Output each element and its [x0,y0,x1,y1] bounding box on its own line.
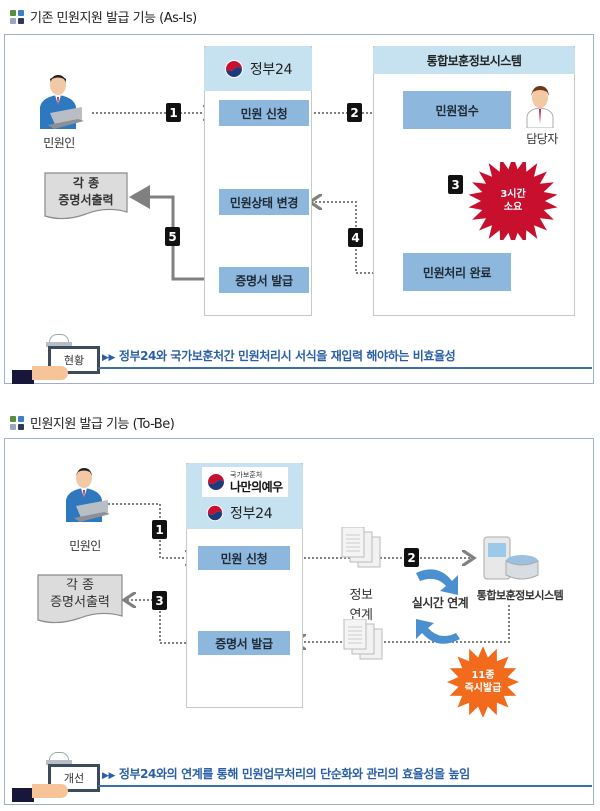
gov24-column-header: 정부24 [204,46,312,91]
doc-line-1: 각 종 [72,176,100,190]
veterans-logo: 국가보훈처 나만의예우 [202,467,288,497]
note-underline [98,785,592,787]
burst-shape-icon [447,647,519,717]
to-be-note-text: 정부24와의 연계를 통해 민원업무처리의 단순화와 관리의 효율성을 높임 [118,767,470,781]
staff-person-icon [525,86,555,129]
to-be-section-title: 민원지원 발급 기능 (To-Be) [10,413,175,432]
double-triangle-icon: ▶▶ [102,353,116,363]
documents-stack-icon [340,526,390,577]
doc-line-2: 증명서출력 [58,193,114,207]
realtime-link-label: 실시간 연계 [411,596,469,610]
gov-emblem-icon [208,474,224,490]
as-is-section-title: 기존 민원지원 발급 기능 (As-Is) [10,7,197,26]
certificate-output-doc: 각 종 증명서출력 [44,172,128,222]
burst-line-1: 3시간 [500,189,526,200]
doc-line-1: 각 종 [65,578,95,593]
note-underline [98,367,592,369]
flow-arrow-return [296,605,510,642]
documents-stack-icon [342,618,392,669]
step-issue-certificate: 증명서 발급 [198,631,290,655]
burst-line-2: 소요 [503,202,523,213]
veterans-system-label: 통합보훈정보시스템 [476,589,564,602]
step-process-complete: 민원처리 완료 [403,253,511,291]
step-badge-3: 3 [448,175,463,194]
veterans-system-header-text: 통합보훈정보시스템 [426,53,522,68]
citizen-laptop-icon [36,73,86,131]
step-badge-2: 2 [347,103,362,122]
veterans-logo-main-text: 나만의예우 [230,480,283,494]
step-badge-1: 1 [166,103,181,122]
info-link-line-1: 정보 [349,588,373,603]
double-triangle-icon: ▶▶ [102,771,116,781]
step-apply: 민원 신청 [198,546,290,570]
citizen-laptop-icon [62,466,112,524]
veterans-system-header: 통합보훈정보시스템 [373,46,575,74]
section-bullet-icon [10,415,24,430]
status-tag-clipboard: 개선 [10,752,100,802]
step-receive: 민원접수 [403,91,511,129]
status-tag-clipboard: 현황 [10,334,100,384]
burst-shape-icon [468,162,558,240]
server-database-icon [480,535,540,585]
to-be-note: ▶▶ 정부24와의 연계를 통해 민원업무처리의 단순화와 관리의 효율성을 높… [102,765,470,782]
step-badge-1: 1 [152,520,167,539]
time-required-burst: 3시간 소요 [467,162,559,240]
flow-arrow-3 [126,600,198,644]
doc-line-2: 증명서출력 [50,595,110,610]
realtime-sync-icon [416,569,460,644]
as-is-note: ▶▶ 정부24와 국가보훈처간 민원처리시 서식을 재입력 해야하는 비효율성 [102,347,456,364]
burst-line-1: 11종 [471,670,495,681]
step-badge-4: 4 [348,228,363,247]
citizen-label: 민원인 [43,136,75,150]
step-issue-certificate: 증명서 발급 [219,267,309,293]
staff-label: 담당자 [526,132,558,146]
as-is-note-text: 정부24와 국가보훈처간 민원처리시 서식을 재입력 해야하는 비효율성 [118,349,456,363]
gov-emblem-icon [224,59,243,78]
gov24-logo: 정부24 [206,503,273,523]
gov24-column-header: 국가보훈처 나만의예우 정부24 [186,463,303,529]
section-bullet-icon [10,9,24,24]
to-be-title-text: 민원지원 발급 기능 (To-Be) [30,417,175,432]
gov24-logo-text: 정부24 [230,506,273,522]
as-is-title-text: 기존 민원지원 발급 기능 (As-Is) [30,11,197,26]
step-badge-3: 3 [152,591,167,610]
step-status-change: 민원상태 변경 [219,189,309,215]
certificate-output-doc: 각 종 증명서출력 [37,574,123,626]
step-badge-2: 2 [404,548,419,567]
citizen-label: 민원인 [69,539,101,553]
veterans-logo-small-text: 국가보훈처 [230,471,263,479]
instant-issue-burst: 11종 즉시발급 [446,647,520,717]
flow-arrow-1 [92,503,195,558]
gov-emblem-icon [206,504,224,522]
step-apply: 민원 신청 [219,100,309,126]
gov24-logo-text: 정부24 [249,61,293,78]
step-badge-5: 5 [165,227,180,246]
burst-line-2: 즉시발급 [464,683,502,694]
